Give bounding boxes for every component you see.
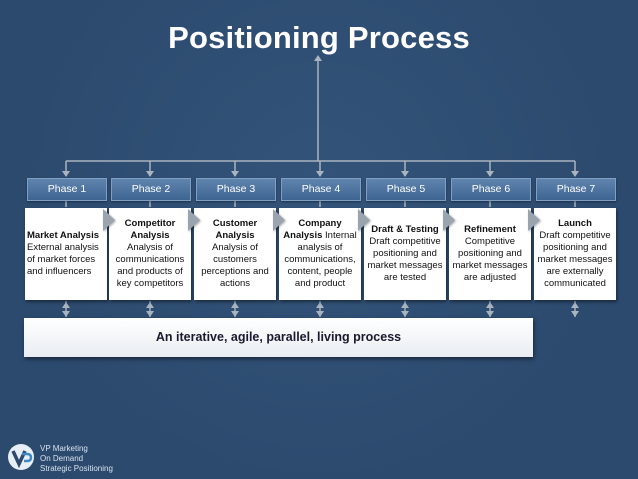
phase-4-card-title: Company Analysis <box>283 218 342 241</box>
phase-6-header: Phase 6 <box>451 178 531 201</box>
arrow-right-icon <box>273 209 285 231</box>
arrow-right-icon <box>528 209 540 231</box>
phase-6-card-text: Competitive positioning and market messa… <box>452 236 528 283</box>
process-banner: An iterative, agile, parallel, living pr… <box>24 318 533 357</box>
phase-3-card-text: Analysis of customers perceptions and ac… <box>201 242 269 289</box>
phase-3-card-title: Customer Analysis <box>212 218 258 241</box>
phase-1-header: Phase 1 <box>27 178 107 201</box>
phase-7-card-title: Launch <box>558 218 592 229</box>
logo-line-2: On Demand <box>40 454 84 463</box>
vp-logo-icon <box>8 444 34 470</box>
phase-6-card-title: Refinement <box>464 224 516 235</box>
phase-2-header: Phase 2 <box>111 178 191 201</box>
phase-1-card: Market Analysis External analysis of mar… <box>25 208 107 300</box>
phase-5-header: Phase 5 <box>366 178 446 201</box>
phase-4-card: Company Analysis Internal analysis of co… <box>279 208 361 300</box>
company-logo: VP Marketing On Demand Strategic Positio… <box>6 440 126 476</box>
arrow-right-icon <box>188 209 200 231</box>
phase-3-card: Customer Analysis Analysis of customers … <box>194 208 276 300</box>
diagram-title: Positioning Process <box>168 20 470 55</box>
arrow-right-icon <box>443 209 455 231</box>
phase-2-card-title: Competitor Analysis <box>124 218 176 241</box>
phase-4-header: Phase 4 <box>281 178 361 201</box>
arrow-right-icon <box>358 209 370 231</box>
phase-1-card-text: External analysis of market forces and i… <box>27 242 99 277</box>
logo-line-1: VP Marketing <box>40 444 88 453</box>
phase-5-card-text: Draft competitive positioning and market… <box>367 236 443 283</box>
arrow-right-icon <box>103 209 115 231</box>
logo-line-3: Strategic Positioning <box>40 464 113 473</box>
phase-1-card-title: Market Analysis <box>27 230 99 241</box>
phase-7-card-text: Draft competitive positioning and market… <box>537 230 613 289</box>
phase-7-header: Phase 7 <box>536 178 616 201</box>
phase-6-card: Refinement Competitive positioning and m… <box>449 208 531 300</box>
phase-5-card-title: Draft & Testing <box>371 224 439 235</box>
phase-3-header: Phase 3 <box>196 178 276 201</box>
phase-4-card-text: Internal analysis of communications, con… <box>284 230 357 289</box>
phase-7-card: Launch Draft competitive positioning and… <box>534 208 616 300</box>
phase-2-card: Competitor Analysis Analysis of communic… <box>109 208 191 300</box>
phase-5-card: Draft & Testing Draft competitive positi… <box>364 208 446 300</box>
phase-2-card-text: Analysis of communications and products … <box>115 242 185 289</box>
